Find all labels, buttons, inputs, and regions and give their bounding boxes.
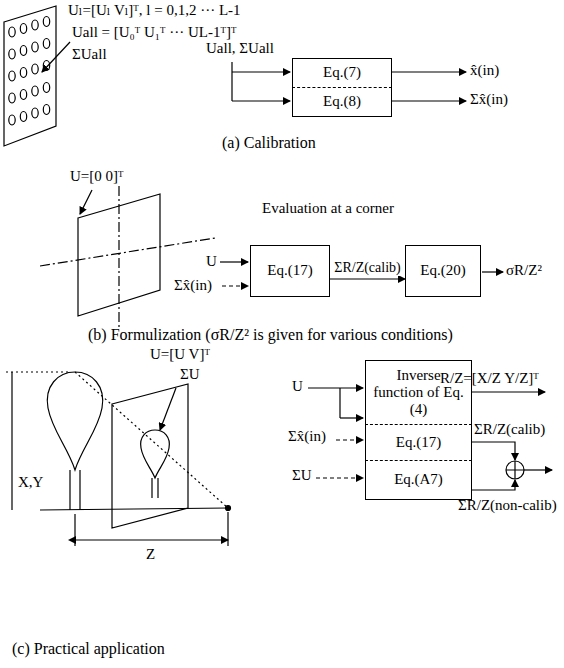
- leader-line: [42, 42, 70, 72]
- dimension-line: [75, 539, 228, 540]
- input-arrow: [232, 71, 290, 72]
- formula: ΣUall: [72, 46, 107, 63]
- equation-box: Eq.(A7): [365, 460, 472, 500]
- calibration-dot: [43, 39, 49, 49]
- signal-name: Σx̂(in): [470, 91, 508, 108]
- formula: U=[0 0]ᵀ: [70, 168, 123, 185]
- signal-name: x̂(in): [470, 62, 499, 79]
- calibration-dot: [9, 27, 15, 37]
- panel-caption: (b) Formulization (σR/Z² is given for va…: [88, 326, 453, 344]
- output-wire: [472, 442, 515, 460]
- leader-line: [160, 388, 176, 430]
- formula: Uall = [U₀ᵀ U₁ᵀ ··· UL-1ᵀ]ᵀ: [72, 24, 236, 41]
- input-wire: [231, 62, 232, 101]
- small-tree: [141, 430, 170, 478]
- dimension: Z: [146, 546, 155, 563]
- sum-junction: [506, 461, 524, 479]
- equation-box: Eq.(17): [365, 424, 472, 460]
- calibration-dot: [32, 64, 38, 74]
- note: Evaluation at a corner: [262, 200, 394, 217]
- output-arrow: [482, 271, 503, 272]
- calibration-dot: [20, 90, 26, 100]
- projection-line: [75, 372, 228, 508]
- viewpoint: [226, 506, 231, 511]
- extension-line: [6, 371, 70, 372]
- signal-name: R/Z=[X/Z Y/Z]ᵀ: [440, 370, 539, 387]
- input-wire: [339, 388, 340, 418]
- input-arrow: [316, 477, 363, 478]
- dimension-line: [11, 372, 12, 510]
- input-arrow: [220, 261, 248, 262]
- box-text: Eq.(8): [323, 93, 361, 110]
- output-arrow: [524, 469, 552, 470]
- function-box: Inverse function of Eq.(4): [365, 360, 472, 424]
- signal-name: ΣR/Z(calib): [474, 421, 545, 438]
- leader-line: [80, 190, 92, 214]
- input-arrow: [340, 417, 363, 418]
- calibration-dot: [9, 93, 15, 103]
- calibration-dot: [20, 112, 26, 122]
- calibration-dot: [32, 42, 38, 52]
- output-arrow: [392, 100, 466, 101]
- connector-arrow: [330, 278, 405, 279]
- input-arrow: [232, 100, 290, 101]
- input-arrow: [336, 439, 363, 440]
- calibration-dot: [32, 86, 38, 96]
- output-arrow: [392, 71, 466, 72]
- calibration-dot: [9, 49, 15, 59]
- equation-box: Eq.(7): [292, 58, 392, 87]
- formula: U=[U V]ᵀ: [150, 346, 210, 363]
- extension-line: [74, 514, 75, 546]
- signal-name: Uall, ΣUall: [206, 40, 274, 57]
- signal-name: ΣR/Z(non-calib): [458, 497, 557, 514]
- signal-name: σR/Z²: [506, 262, 542, 279]
- signal-name: U: [206, 253, 217, 270]
- large-tree: [47, 372, 102, 470]
- panel-caption: (a) Calibration: [222, 134, 316, 152]
- image-plane: [112, 384, 188, 528]
- calibration-dot: [20, 46, 26, 56]
- sum-junction: [506, 461, 524, 479]
- panel-caption: (c) Practical application: [12, 640, 165, 658]
- calibration-dot: [43, 17, 49, 27]
- calibration-dot: [20, 24, 26, 34]
- equation-box: Eq.(20): [405, 245, 481, 297]
- axis-line: [118, 186, 119, 330]
- calibration-dot: [43, 83, 49, 93]
- extension-line: [227, 512, 228, 546]
- calibration-dot: [32, 20, 38, 30]
- box-text: Eq.(A7): [394, 471, 443, 488]
- formula: ΣU: [180, 366, 200, 383]
- edge-label: ΣR/Z(calib): [333, 260, 401, 276]
- calibration-dot: [32, 108, 38, 118]
- calibration-plate: [4, 6, 56, 146]
- calibration-dot: [43, 105, 49, 115]
- signal-name: U: [292, 378, 303, 395]
- axis-line: [40, 238, 215, 266]
- box-text: Eq.(17): [396, 434, 441, 451]
- signal-name: Σx̂(in): [174, 277, 212, 294]
- formula: Uₗ=[Uₗ Vₗ]ᵀ, l = 0,1,2 ··· L-1: [68, 2, 241, 19]
- calibration-dot: [9, 115, 15, 125]
- box-text: Eq.(7): [323, 64, 361, 81]
- input-arrow: [308, 387, 363, 388]
- equation-box: Eq.(8): [292, 87, 392, 117]
- equation-box: Eq.(17): [250, 245, 330, 297]
- tree-trunk: [152, 478, 158, 498]
- signal-name: Σx̂(in): [288, 428, 326, 445]
- ground-line: [40, 508, 228, 510]
- tree-trunk: [70, 470, 80, 510]
- calibration-dot: [20, 68, 26, 78]
- calibration-dot: [9, 71, 15, 81]
- box-text: Eq.(17): [267, 262, 312, 279]
- input-arrow: [222, 285, 248, 286]
- output-arrow: [472, 391, 545, 392]
- output-wire: [472, 480, 515, 490]
- dimension: X,Y: [18, 474, 43, 491]
- signal-name: ΣU: [292, 467, 312, 484]
- box-text: Eq.(20): [420, 262, 465, 279]
